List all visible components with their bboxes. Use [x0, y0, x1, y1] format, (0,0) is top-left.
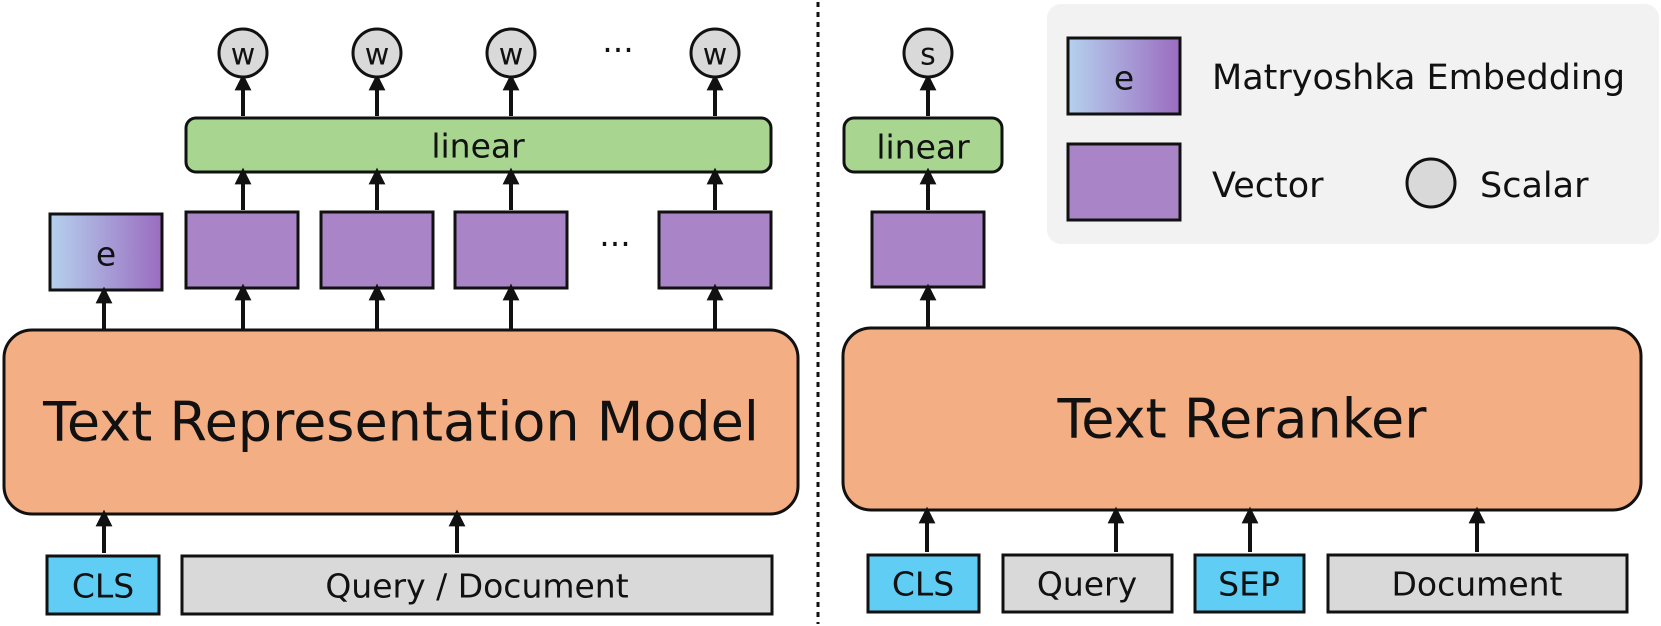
cls-token: [45, 554, 161, 616]
cls-token-label: CLS: [892, 565, 954, 604]
sep-token: [1193, 553, 1306, 614]
left-panel: Text Representation Model CLS Query / Do…: [2, 27, 800, 616]
scalar-output-w: [351, 27, 403, 79]
legend-box: [1047, 4, 1659, 244]
vector-box: [319, 210, 435, 290]
vector-box: [657, 210, 773, 290]
cls-token-label: CLS: [72, 567, 134, 606]
scalar-output-s-label: s: [920, 38, 936, 73]
matryoshka-embedding-box: [48, 212, 164, 292]
scalar-output-w-label: w: [703, 38, 728, 73]
sep-token-label: SEP: [1218, 565, 1280, 604]
document-token-label: Document: [1392, 565, 1563, 604]
linear-layer-box: [184, 116, 773, 174]
legend-vector-label: Vector: [1212, 166, 1324, 206]
scalar-output-s: [902, 27, 954, 79]
query-document-token: [180, 554, 774, 616]
linear-layer-label: linear: [431, 127, 525, 166]
vector-box: [453, 210, 569, 290]
output-ellipsis: ···: [602, 31, 633, 70]
query-document-token-label: Query / Document: [325, 567, 628, 606]
query-token: [1001, 553, 1174, 614]
legend-scalar-swatch: [1405, 157, 1457, 209]
legend-embedding-label: Matryoshka Embedding: [1212, 58, 1625, 98]
cls-token: [866, 553, 981, 614]
vector-box: [870, 210, 986, 289]
scalar-output-w-label: w: [499, 38, 524, 73]
scalar-output-w: [689, 27, 741, 79]
right-panel: e Matryoshka Embedding Vector Scalar Tex…: [841, 4, 1659, 614]
text-reranker-label: Text Reranker: [1057, 388, 1428, 451]
scalar-output-w-label: w: [365, 38, 390, 73]
legend-scalar-label: Scalar: [1480, 166, 1589, 206]
legend-embedding-symbol: e: [1114, 59, 1134, 98]
query-token-label: Query: [1037, 565, 1137, 604]
legend-vector-swatch: [1066, 142, 1182, 222]
scalar-output-w-label: w: [231, 38, 256, 73]
legend-embedding-swatch: [1066, 36, 1182, 116]
text-representation-model-box: [2, 328, 800, 516]
linear-layer-label: linear: [876, 128, 970, 167]
document-token: [1326, 553, 1629, 614]
scalar-output-w: [217, 27, 269, 79]
vector-box: [184, 210, 300, 290]
vector-ellipsis: ···: [599, 225, 630, 264]
matryoshka-embedding-label: e: [96, 235, 116, 274]
scalar-output-w: [485, 27, 537, 79]
text-representation-model-label: Text Representation Model: [42, 391, 759, 454]
